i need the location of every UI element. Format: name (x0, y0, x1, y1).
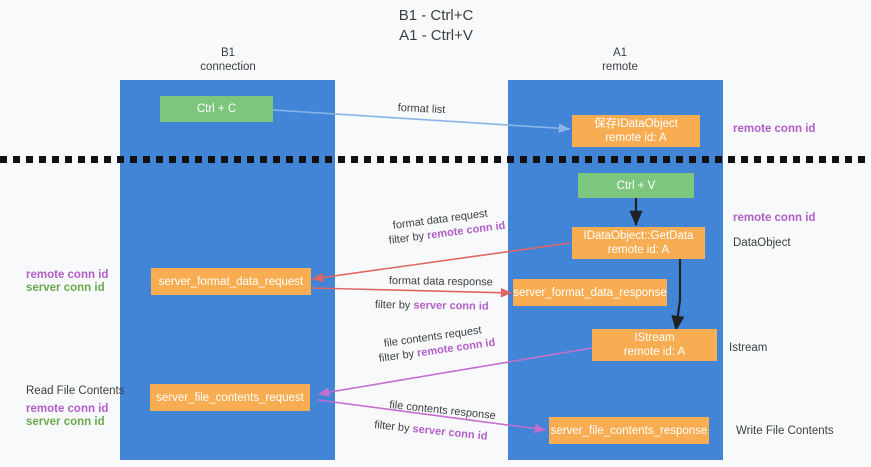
node-ctrl-c[interactable]: Ctrl + C (160, 96, 273, 122)
node-server-file-contents-response[interactable]: server_file_contents_response (549, 417, 709, 444)
annotation-right-dataobject: DataObject (733, 237, 791, 249)
node-server-file-contents-request[interactable]: server_file_contents_request (150, 384, 310, 411)
node-getdata-line1: IDataObject::GetData (583, 230, 694, 242)
node-server-file-contents-response-label: server_file_contents_response (550, 424, 708, 437)
node-server-format-data-response-label: server_format_data_response (513, 286, 667, 299)
node-save-idataobject[interactable]: 保存IDataObject remote id: A (572, 115, 700, 147)
node-save-idataobject-line1: 保存IDataObject (594, 118, 678, 130)
edge-label-format-data-response-filter: filter by server conn id (375, 298, 489, 314)
node-istream-line1: IStream (634, 332, 675, 344)
filter-key-server-conn-id: server conn id (411, 423, 488, 443)
filter-prefix: filter by (374, 298, 414, 312)
node-server-file-contents-request-label: server_file_contents_request (156, 391, 304, 404)
node-server-format-data-request[interactable]: server_format_data_request (151, 268, 311, 295)
node-istream-line2: remote id: A (623, 346, 686, 358)
annotation-right-remote-conn-id-top: remote conn id (733, 123, 816, 135)
annotation-right-remote-conn-id-mid: remote conn id (733, 212, 816, 224)
annotation-left-server-conn-id-bot: server conn id (26, 416, 105, 428)
edge-label-format-data-response: format data response (389, 274, 493, 289)
annotation-left-remote-conn-id-bot: remote conn id (26, 403, 109, 415)
filter-prefix: filter by (373, 418, 414, 435)
node-istream[interactable]: IStream remote id: A (592, 329, 717, 361)
filter-key-server-conn-id: server conn id (413, 299, 489, 313)
node-idataobject-getdata[interactable]: IDataObject::GetData remote id: A (572, 227, 705, 259)
edge-label-format-data-response-text: format data response (388, 274, 493, 289)
annotation-left-server-conn-id-mid: server conn id (26, 282, 105, 294)
edge-label-file-contents-response-filter: filter by server conn id (374, 418, 489, 444)
edge-label-file-contents-response: file contents response (389, 398, 497, 423)
filter-prefix: filter by (388, 229, 428, 247)
node-getdata-line2: remote id: A (607, 244, 670, 256)
edge-label-format-list-text: format list (397, 101, 446, 117)
annotation-right-istream: Istream (729, 342, 768, 354)
edge-label-file-contents-response-text: file contents response (388, 398, 497, 423)
phase-divider-dashed-line (0, 156, 871, 163)
node-save-idataobject-line2: remote id: A (605, 132, 667, 144)
node-ctrl-v[interactable]: Ctrl + V (578, 173, 694, 198)
edge-label-format-list: format list (397, 101, 445, 117)
filter-prefix: filter by (378, 347, 418, 365)
node-server-format-data-response[interactable]: server_format_data_response (513, 279, 667, 306)
annotation-left-remote-conn-id-mid: remote conn id (26, 269, 109, 281)
node-ctrl-c-label: Ctrl + C (196, 103, 237, 115)
node-ctrl-v-label: Ctrl + V (616, 179, 656, 192)
node-server-format-data-request-label: server_format_data_request (158, 275, 304, 288)
annotation-right-write-file-contents: Write File Contents (736, 425, 834, 437)
annotation-left-read-file-contents: Read File Contents (26, 385, 125, 397)
